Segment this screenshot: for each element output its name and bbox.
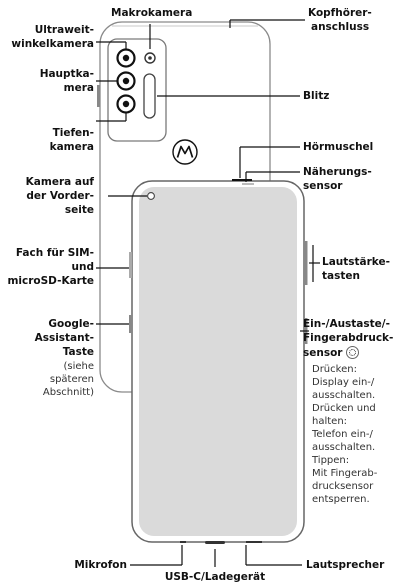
power-description-line: Tippen: xyxy=(312,455,350,466)
motorola-logo-icon xyxy=(172,139,198,165)
power-description-line: Drücken: xyxy=(312,364,357,375)
label-depth-camera-1: Tiefen- xyxy=(52,127,94,139)
sim-tray xyxy=(129,252,132,278)
usb-c-port xyxy=(205,541,225,544)
label-depth-camera-2: kamera xyxy=(49,141,94,153)
label-main-camera-2: mera xyxy=(63,82,94,94)
power-description-line: ausschalten. xyxy=(312,442,376,453)
power-description-line: drucksensor xyxy=(312,481,374,492)
label-sim-tray-3: microSD-Karte xyxy=(7,275,94,287)
power-description: Drücken: Display ein-/ ausschalten. Drücken… xyxy=(312,363,407,506)
label-speaker: Lautsprecher xyxy=(306,559,385,571)
back-side-button xyxy=(97,85,100,107)
power-description-line: Display ein-/ xyxy=(312,377,375,388)
label-proximity-sensor-1: Näherungs- xyxy=(303,166,372,178)
power-description-line: entsperren. xyxy=(312,494,370,505)
flash xyxy=(143,73,156,119)
camera-module xyxy=(107,38,167,142)
label-headphone-jack-1: Kopfhörer- xyxy=(308,7,372,19)
label-proximity-sensor-2: sensor xyxy=(303,180,343,192)
label-main-camera-1: Hauptka- xyxy=(39,68,94,80)
google-assistant-button xyxy=(129,315,132,333)
label-front-camera-3: seite xyxy=(64,204,94,216)
label-earpiece: Hörmuschel xyxy=(303,141,374,153)
label-front-camera-1: Kamera auf xyxy=(25,176,94,188)
label-headphone-jack-2: anschluss xyxy=(311,21,370,33)
label-flash: Blitz xyxy=(303,90,330,102)
fingerprint-icon xyxy=(345,346,359,359)
power-description-line: Mit Fingerab- xyxy=(312,468,378,479)
front-camera xyxy=(147,192,155,200)
label-microphone: Mikrofon xyxy=(74,559,127,571)
label-sim-tray-1: Fach für SIM- xyxy=(15,247,94,259)
label-ultrawide-camera-1: Ultraweit- xyxy=(34,24,94,36)
power-description-line: Telefon ein-/ xyxy=(312,429,373,440)
label-power-button-1: Ein-/Austaste/- xyxy=(303,318,390,330)
google-assistant-note-3: Abschnitt) xyxy=(42,387,94,398)
phone-screen xyxy=(139,187,297,536)
label-volume-buttons-2: tasten xyxy=(322,270,360,282)
label-google-assistant-3: Taste xyxy=(62,346,94,358)
label-power-button-2: Fingerabdruck- xyxy=(303,332,394,344)
label-volume-buttons-1: Lautstärke- xyxy=(322,256,390,268)
power-description-line: halten: xyxy=(312,416,348,427)
label-google-assistant-2: Assistant- xyxy=(34,332,94,344)
label-power-button-3: sensor xyxy=(303,346,359,360)
label-macro-camera: Makrokamera xyxy=(111,7,193,19)
label-front-camera-2: der Vorder- xyxy=(26,190,94,202)
google-assistant-note-2: späteren xyxy=(49,374,94,385)
label-ultrawide-camera-2: winkelkamera xyxy=(11,38,94,50)
google-assistant-note-1: (siehe xyxy=(63,361,94,372)
power-description-line: ausschalten. xyxy=(312,390,376,401)
label-power-button-3-text: sensor xyxy=(303,347,343,359)
label-google-assistant-1: Google- xyxy=(48,318,94,330)
volume-buttons xyxy=(304,241,308,285)
label-sim-tray-2: und xyxy=(71,261,94,273)
leader-lines xyxy=(96,19,320,567)
power-description-line: Drücken und xyxy=(312,403,376,414)
label-usb-c: USB-C/Ladegerät xyxy=(164,571,266,583)
